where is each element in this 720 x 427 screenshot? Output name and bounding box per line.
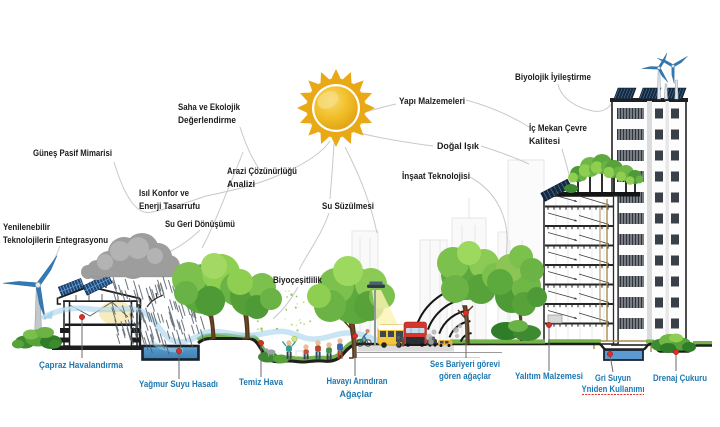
svg-text:Su Süzülmesi: Su Süzülmesi [322,201,374,211]
svg-text:Su Geri Dönüşümü: Su Geri Dönüşümü [165,219,235,229]
svg-text:İnşaat Teknolojisi: İnşaat Teknolojisi [402,171,470,181]
svg-text:Temiz Hava: Temiz Hava [239,377,284,387]
svg-text:İç Mekan Çevre: İç Mekan Çevre [529,123,587,133]
svg-text:Ses Bariyeri görevi: Ses Bariyeri görevi [430,359,500,369]
svg-text:Yağmur Suyu Hasadı: Yağmur Suyu Hasadı [139,379,218,389]
svg-text:gören ağaçlar: gören ağaçlar [439,371,491,381]
svg-text:Yniden Kullanımı: Yniden Kullanımı [582,384,645,394]
svg-text:Doğal Işık: Doğal Işık [437,141,480,151]
svg-text:Yenilenebilir: Yenilenebilir [3,222,50,232]
svg-text:Teknolojilerin Entegrasyonu: Teknolojilerin Entegrasyonu [3,235,108,245]
svg-text:Enerji Tasarrufu: Enerji Tasarrufu [139,201,200,211]
svg-text:Saha ve Ekolojik: Saha ve Ekolojik [178,102,241,112]
svg-text:Isıl Konfor ve: Isıl Konfor ve [139,188,189,198]
svg-text:Kalitesi: Kalitesi [529,136,560,146]
svg-text:Çapraz Havalandırma: Çapraz Havalandırma [39,360,124,370]
svg-text:Biyolojik İyileştirme: Biyolojik İyileştirme [515,72,591,82]
svg-text:Analizi: Analizi [227,179,255,189]
svg-text:Havayı Arındıran: Havayı Arındıran [327,376,388,386]
svg-text:Güneş Pasif Mimarisi: Güneş Pasif Mimarisi [33,148,112,158]
svg-text:Yapı Malzemeleri: Yapı Malzemeleri [399,96,465,106]
svg-text:Drenaj Çukuru: Drenaj Çukuru [653,373,707,383]
svg-text:Değerlendirme: Değerlendirme [178,115,236,125]
svg-text:Biyoçeşitlilik: Biyoçeşitlilik [273,275,323,285]
svg-text:Yalıtım Malzemesi: Yalıtım Malzemesi [515,371,583,381]
svg-text:Gri Suyun: Gri Suyun [595,373,631,383]
svg-text:Ağaçlar: Ağaçlar [340,389,373,399]
svg-text:Arazi Çözünürlüğü: Arazi Çözünürlüğü [227,166,297,176]
